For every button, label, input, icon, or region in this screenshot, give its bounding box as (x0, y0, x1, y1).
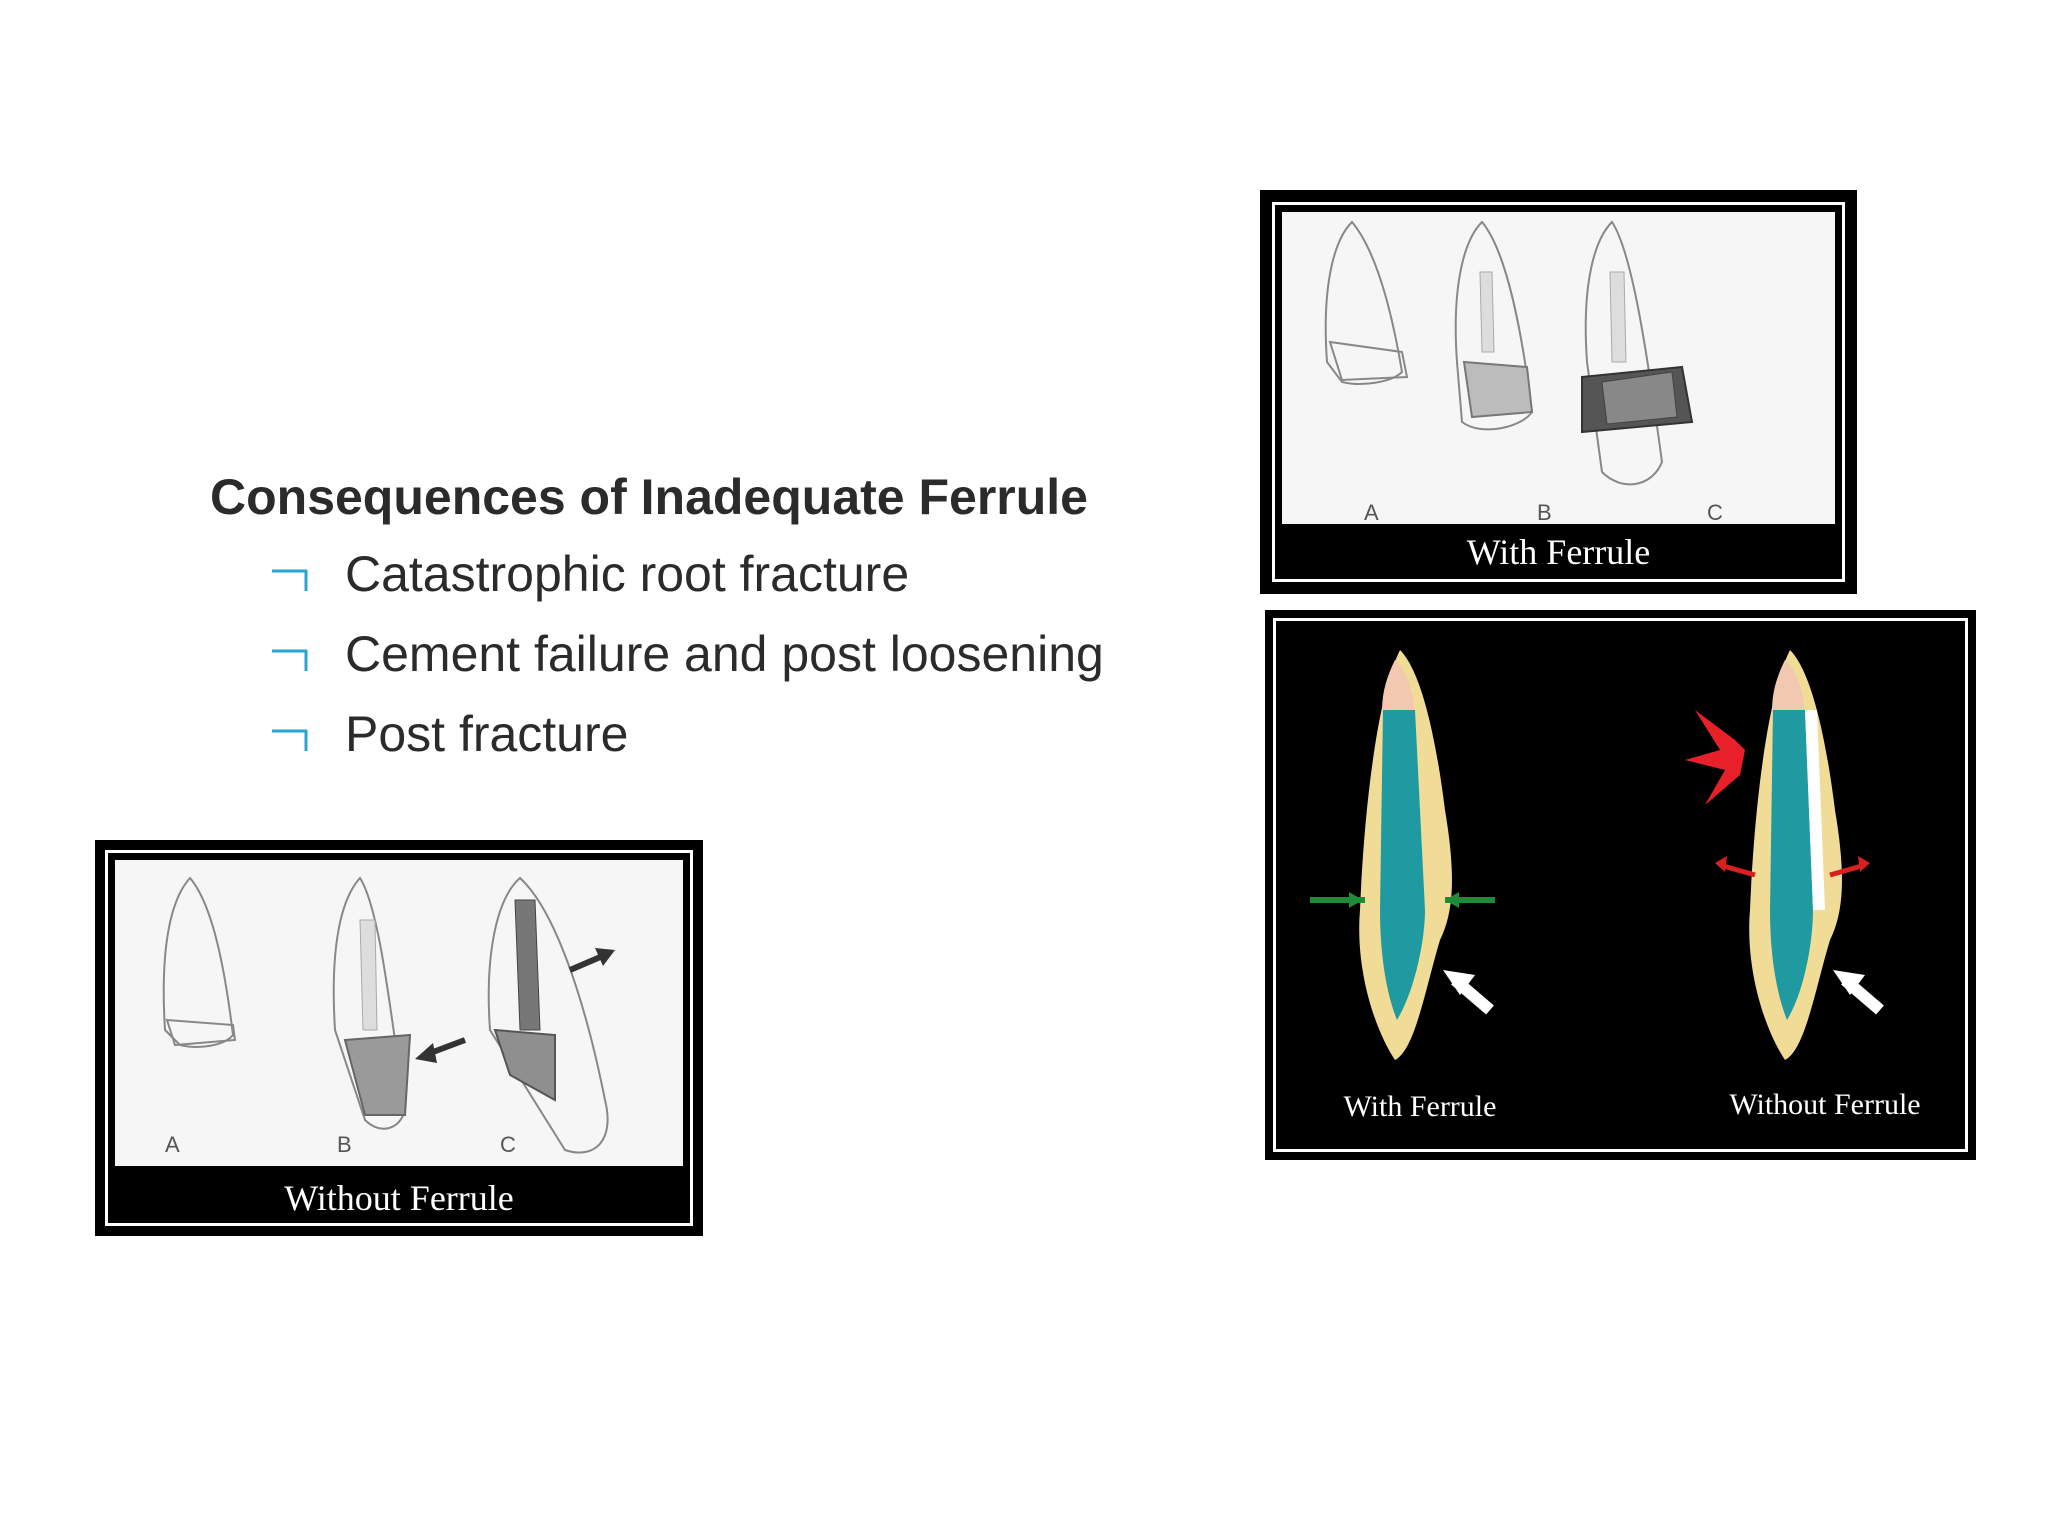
tooth-cross-section-icon (1310, 650, 1884, 1060)
bullet-text: Catastrophic root fracture (345, 546, 910, 602)
figure-label: B (337, 1132, 352, 1157)
figure-panel: A B C (115, 860, 683, 1166)
teeth-with-ferrule-icon (1324, 220, 1694, 486)
figure-label: C (1707, 500, 1723, 524)
teeth-without-ferrule-icon (162, 876, 615, 1154)
figure-panel: A B C (1282, 212, 1835, 524)
figure-without-ferrule: A B C Without Ferrule (95, 840, 703, 1236)
bullet-marker-icon (272, 569, 308, 591)
figure-label: A (1364, 500, 1379, 524)
figure-label: A (165, 1132, 180, 1157)
slide-heading: Consequences of Inadequate Ferrule (210, 469, 1088, 525)
figure-label: B (1537, 500, 1552, 524)
figure-with-ferrule: A B C With Ferrule (1260, 190, 1857, 594)
bullet-marker-icon (272, 649, 308, 671)
figure-caption-right: Without Ferrule (1729, 1088, 1921, 1121)
figure-ferrule-comparison: With Ferrule Without Ferrule (1265, 610, 1976, 1160)
bullet-marker-icon (272, 729, 308, 751)
figure-label: C (500, 1132, 516, 1157)
bullet-text: Post fracture (345, 706, 629, 762)
figure-caption-left: With Ferrule (1343, 1090, 1497, 1123)
figure-caption: Without Ferrule (284, 1178, 514, 1218)
bullet-text: Cement failure and post loosening (345, 626, 1104, 682)
figure-caption: With Ferrule (1466, 532, 1651, 572)
